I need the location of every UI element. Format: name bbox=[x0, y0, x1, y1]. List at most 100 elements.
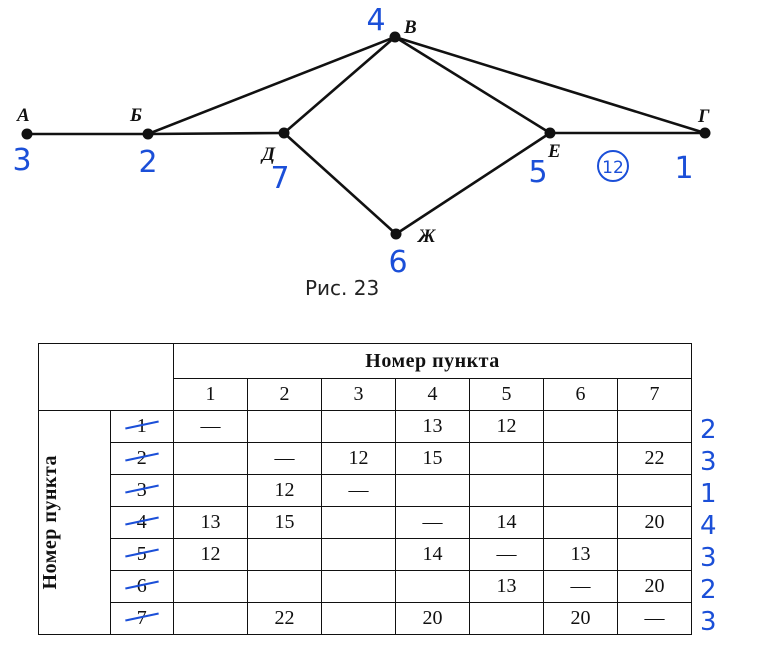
node-V bbox=[389, 31, 401, 43]
row-number-2: 2 bbox=[109, 442, 175, 475]
distance-cell: 15 bbox=[395, 442, 470, 475]
distance-cell: 22 bbox=[247, 602, 322, 635]
node-label-E: Е bbox=[547, 141, 561, 162]
table-corner bbox=[38, 343, 174, 411]
node-A bbox=[21, 128, 33, 140]
node-label-V: В bbox=[403, 17, 417, 38]
column-number-3: 3 bbox=[321, 378, 396, 411]
row-note-1: 2 bbox=[700, 415, 717, 445]
node-label-D: Д bbox=[260, 144, 276, 165]
distance-cell bbox=[247, 410, 322, 443]
handwritten-number-Zh: 6 bbox=[388, 245, 407, 280]
distance-cell bbox=[173, 602, 248, 635]
column-number-7: 7 bbox=[617, 378, 692, 411]
distance-cell: 13 bbox=[469, 570, 544, 603]
row-number-text: 7 bbox=[136, 607, 147, 629]
table-column-title: Номер пункта bbox=[173, 343, 692, 379]
row-number-text: 3 bbox=[136, 479, 147, 501]
distance-cell: 13 bbox=[173, 506, 248, 539]
node-Zh bbox=[390, 228, 402, 240]
distance-cell: — bbox=[321, 474, 396, 507]
node-label-Zh: Ж bbox=[416, 226, 436, 247]
distance-cell: 20 bbox=[617, 570, 692, 603]
node-B bbox=[142, 128, 154, 140]
distance-cell bbox=[469, 474, 544, 507]
graph-nodes bbox=[21, 31, 711, 240]
edge-B-V bbox=[147, 35, 396, 136]
distance-cell bbox=[617, 538, 692, 571]
distance-cell bbox=[321, 506, 396, 539]
row-number-6: 6 bbox=[109, 570, 175, 603]
node-label-B: Б bbox=[129, 105, 142, 126]
column-number-4: 4 bbox=[395, 378, 470, 411]
row-axis-title-text: Номер пункта bbox=[39, 455, 61, 590]
edge-D-Zh bbox=[283, 132, 397, 235]
distance-cell: 22 bbox=[617, 442, 692, 475]
column-number-2: 2 bbox=[247, 378, 322, 411]
distance-cell: 15 bbox=[247, 506, 322, 539]
node-G bbox=[699, 127, 711, 139]
distance-cell bbox=[321, 410, 396, 443]
distance-cell bbox=[247, 538, 322, 571]
distance-cell bbox=[173, 474, 248, 507]
column-number-6: 6 bbox=[543, 378, 618, 411]
node-label-A: А bbox=[16, 105, 30, 126]
handwritten-number-E: 5 bbox=[528, 155, 547, 190]
distance-cell bbox=[321, 602, 396, 635]
distance-cell: 20 bbox=[543, 602, 618, 635]
distance-cell: 20 bbox=[617, 506, 692, 539]
node-E bbox=[544, 127, 556, 139]
edge-B-D bbox=[147, 131, 285, 136]
edge-V-E bbox=[394, 35, 551, 135]
distance-cell: 12 bbox=[173, 538, 248, 571]
graph-edges bbox=[27, 35, 706, 236]
distance-cell: — bbox=[395, 506, 470, 539]
distance-cell bbox=[173, 442, 248, 475]
distance-cell bbox=[617, 410, 692, 443]
handwritten-number-A: 3 bbox=[12, 143, 31, 178]
distance-cell bbox=[543, 506, 618, 539]
distance-cell bbox=[543, 474, 618, 507]
table-row: 3 12— bbox=[39, 474, 692, 507]
row-number-1: 1 bbox=[109, 410, 175, 443]
distance-cell: 12 bbox=[247, 474, 322, 507]
node-label-G: Г bbox=[697, 106, 710, 127]
edge-V-G bbox=[394, 35, 706, 135]
graph-node-labels: А Б В Г Д Е Ж bbox=[16, 17, 710, 247]
distance-cell: — bbox=[173, 410, 248, 443]
row-axis-title: Номер пункта bbox=[38, 410, 111, 635]
distance-cell bbox=[395, 570, 470, 603]
figure-caption: Рис. 23 bbox=[305, 276, 380, 300]
distance-cell: 12 bbox=[469, 410, 544, 443]
row-number-text: 5 bbox=[136, 543, 147, 565]
handwritten-number-G: 1 bbox=[674, 151, 693, 186]
row-note-4: 4 bbox=[700, 511, 717, 541]
distance-cell bbox=[321, 538, 396, 571]
row-number-text: 2 bbox=[136, 447, 147, 469]
column-number-5: 5 bbox=[469, 378, 544, 411]
distance-cell bbox=[543, 442, 618, 475]
distance-cell bbox=[469, 602, 544, 635]
edge-Zh-E bbox=[395, 131, 551, 236]
row-number-text: 1 bbox=[136, 415, 147, 437]
distance-cell: 14 bbox=[469, 506, 544, 539]
distance-cell: 12 bbox=[321, 442, 396, 475]
distance-cell bbox=[247, 570, 322, 603]
row-number-3: 3 bbox=[109, 474, 175, 507]
distance-cell: 20 bbox=[395, 602, 470, 635]
row-number-5: 5 bbox=[109, 538, 175, 571]
row-note-6: 2 bbox=[700, 575, 717, 605]
distance-cell: — bbox=[617, 602, 692, 635]
